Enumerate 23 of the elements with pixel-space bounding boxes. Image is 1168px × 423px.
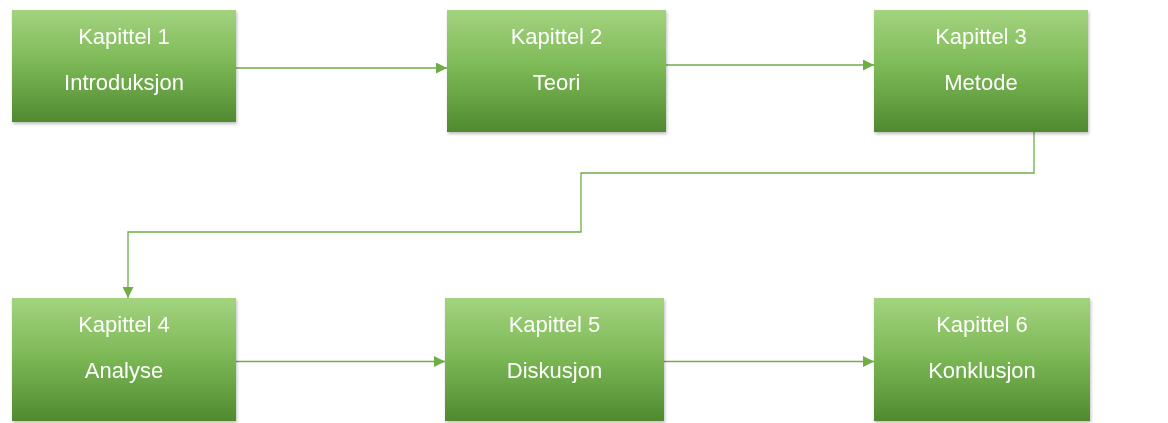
- chapter-box: [12, 10, 236, 122]
- chapter-title: Teori: [532, 70, 581, 96]
- chapter-box: [874, 298, 1090, 421]
- arrow: [663, 356, 875, 367]
- arrow: [235, 356, 446, 367]
- chapter-number: Kapittel 1: [78, 24, 170, 50]
- chapter-title: Metode: [944, 70, 1018, 96]
- chapter-number: Kapittel 3: [935, 24, 1027, 50]
- chapter-title: Analyse: [84, 358, 164, 384]
- chapter-title: Introduksjon: [64, 70, 184, 96]
- chapter-number: Kapittel 6: [936, 312, 1028, 338]
- chapter-box: [447, 10, 666, 132]
- arrow: [665, 59, 875, 71]
- chapter-box: [874, 10, 1088, 132]
- arrow: [122, 131, 1035, 299]
- chapter-title: Diskusjon: [506, 358, 603, 384]
- chapter-box: [12, 298, 236, 421]
- chapter-box: [445, 298, 664, 421]
- arrow: [235, 62, 448, 74]
- chapter-number: Kapittel 2: [510, 24, 603, 50]
- chapter-title: Konklusjon: [928, 358, 1036, 384]
- chapter-number: Kapittel 5: [508, 312, 601, 338]
- chapter-number: Kapittel 4: [78, 312, 170, 338]
